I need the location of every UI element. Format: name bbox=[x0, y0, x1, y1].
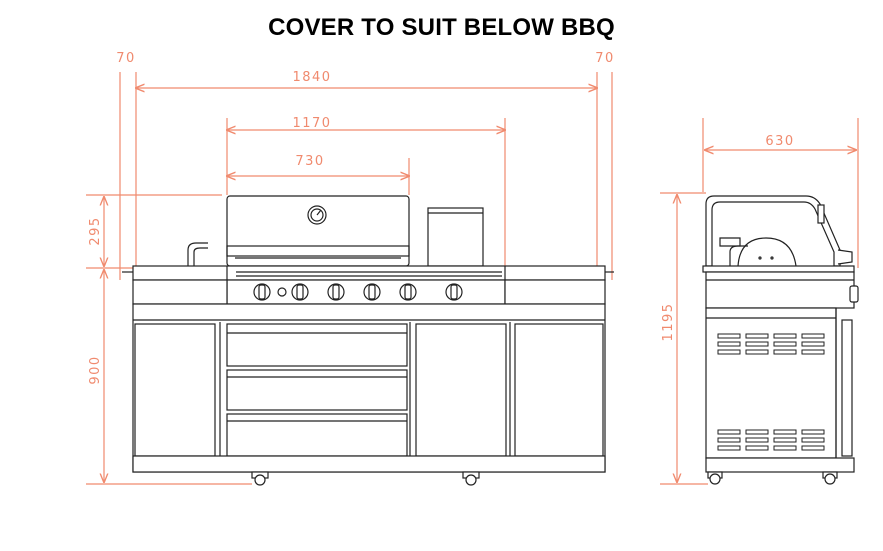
burner-knob bbox=[327, 283, 345, 301]
caster-wheel-left bbox=[251, 471, 269, 486]
diagram-title: COVER TO SUIT BELOW BBQ bbox=[268, 14, 615, 41]
side-vents bbox=[717, 333, 825, 451]
vent-group-lower bbox=[717, 429, 825, 451]
burner-knob bbox=[399, 283, 417, 301]
dim-depth: 630 bbox=[765, 134, 794, 149]
side-caster-right bbox=[822, 471, 838, 485]
dim-overhang-left: 70 bbox=[116, 51, 136, 66]
burner-knob bbox=[291, 283, 309, 301]
dim-hood-height: 295 bbox=[88, 216, 103, 245]
burner-knob bbox=[253, 283, 271, 301]
dim-overhang-right: 70 bbox=[595, 51, 615, 66]
grill-slats bbox=[236, 271, 502, 277]
vent-group-upper bbox=[717, 333, 825, 355]
side-dimensions bbox=[660, 118, 859, 485]
front-dimensions bbox=[86, 72, 613, 485]
burner-knobs bbox=[253, 283, 463, 301]
dim-total-width: 1840 bbox=[292, 70, 331, 85]
side-caster-left bbox=[707, 471, 723, 485]
dim-cabinet-height: 900 bbox=[88, 355, 103, 384]
dim-hood-width: 730 bbox=[295, 154, 324, 169]
front-view-bbq bbox=[122, 195, 614, 486]
dim-hood-outer-width: 1170 bbox=[292, 116, 331, 131]
burner-knob bbox=[445, 283, 463, 301]
caster-wheel-right bbox=[462, 471, 480, 486]
burner-knob bbox=[363, 283, 381, 301]
dim-total-height: 1195 bbox=[661, 302, 676, 341]
igniter-button bbox=[277, 287, 287, 297]
